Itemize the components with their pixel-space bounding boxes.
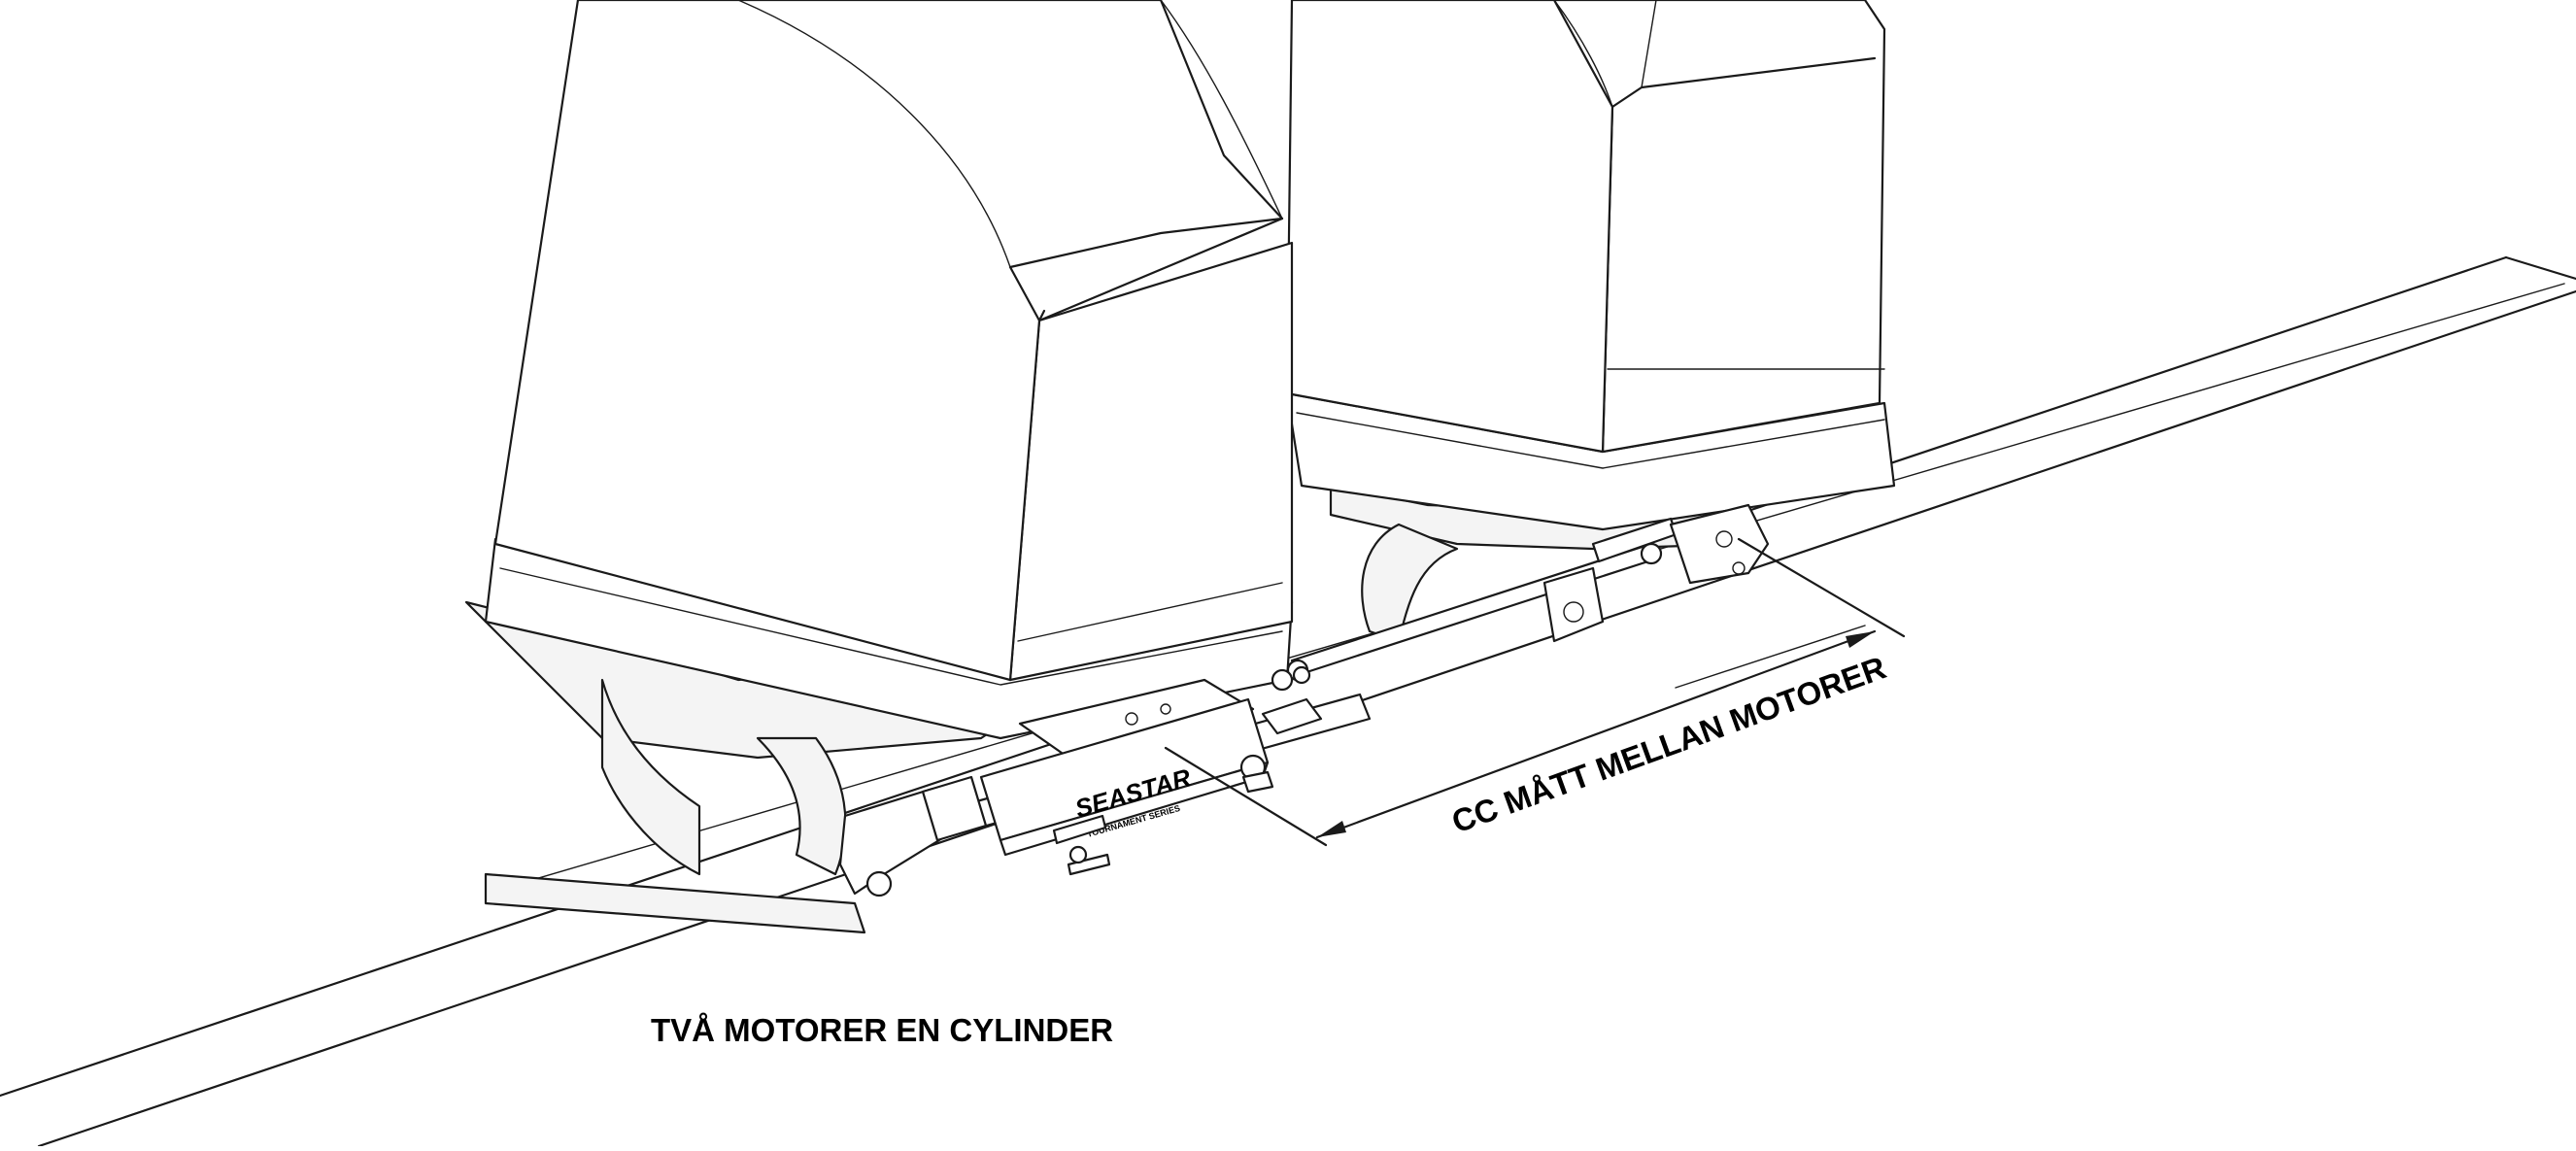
left-outboard-motor — [464, 0, 1294, 934]
label-center-distance: CC MÅTT MELLAN MOTORER — [1447, 649, 1891, 839]
dimension-line — [1164, 537, 1906, 847]
tie-bar — [1286, 503, 1770, 682]
right-outboard-motor — [1285, 0, 1896, 643]
steering-cylinder: SEASTAR TOURNAMENT SERIES — [838, 665, 1372, 897]
label-two-motors-one-cylinder: TVÅ MOTORER EN CYLINDER — [651, 1012, 1113, 1048]
